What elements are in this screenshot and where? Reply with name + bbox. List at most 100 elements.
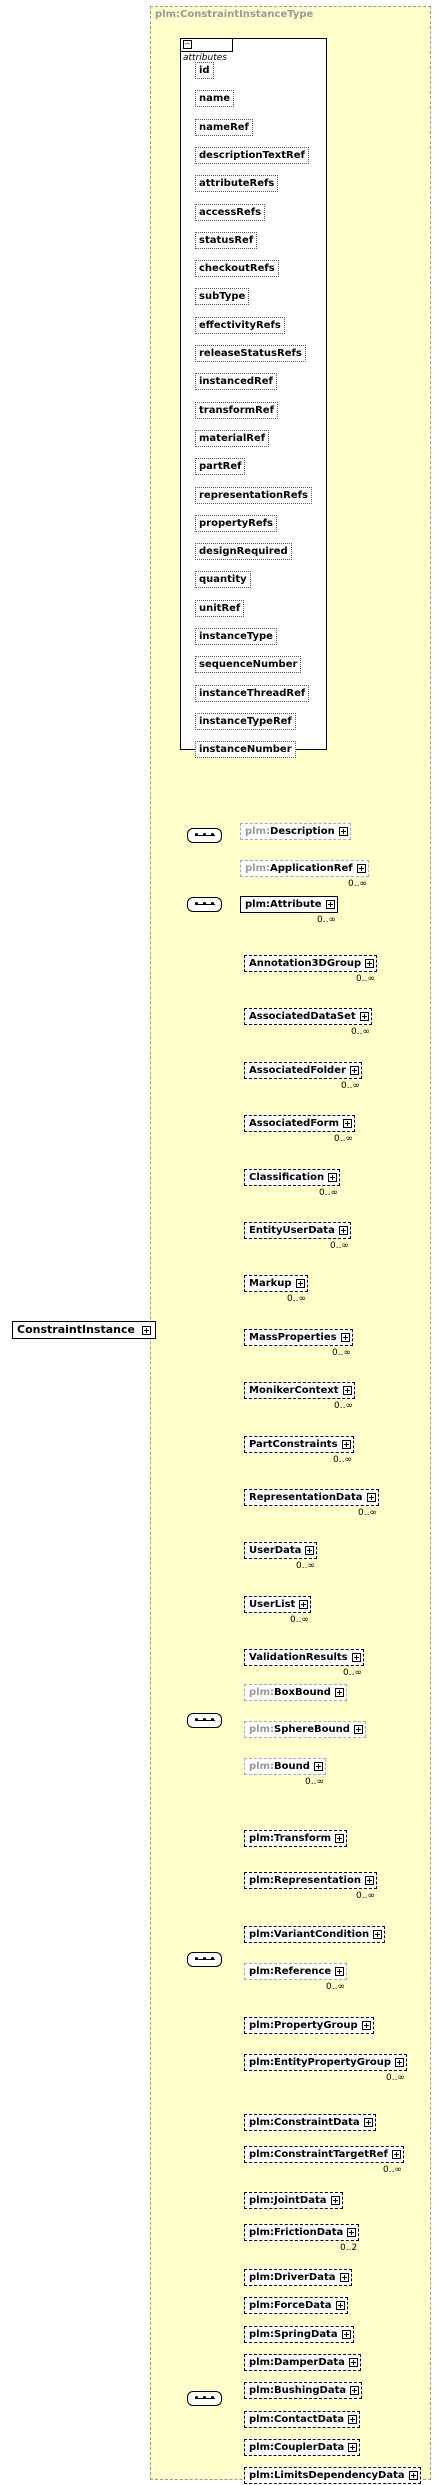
expand-icon[interactable] [328, 1173, 338, 1182]
attribute-instance-type-ref[interactable]: instanceTypeRef [195, 713, 296, 730]
element-moniker-context[interactable]: MonikerContext [244, 1382, 355, 1399]
expand-icon[interactable] [299, 1600, 309, 1609]
expand-icon[interactable] [313, 1762, 323, 1771]
element-associated-data-set[interactable]: AssociatedDataSet [244, 1008, 372, 1025]
element-description[interactable]: plm:Description [240, 823, 351, 840]
element-associated-folder[interactable]: AssociatedFolder [244, 1062, 362, 1079]
attribute-unit-ref[interactable]: unitRef [195, 600, 245, 617]
element-associated-form[interactable]: AssociatedForm [244, 1115, 355, 1132]
expand-icon[interactable] [330, 2196, 340, 2205]
expand-icon[interactable] [353, 1725, 363, 1734]
sequence-compositor[interactable] [187, 828, 222, 843]
element-joint-data[interactable]: plm:JointData [244, 2192, 343, 2209]
element-representation-data[interactable]: RepresentationData [244, 1489, 379, 1506]
element-markup[interactable]: Markup [244, 1275, 308, 1292]
expand-icon[interactable] [348, 2358, 358, 2367]
element-limits-dependency-data[interactable]: plm:LimitsDependencyData [244, 2467, 421, 2484]
attribute-design-required[interactable]: designRequired [195, 543, 292, 560]
element-contact-data[interactable]: plm:ContactData [244, 2411, 361, 2428]
expand-icon[interactable] [348, 2443, 358, 2452]
element-user-data[interactable]: UserData [244, 1542, 318, 1559]
element-coupler-data[interactable]: plm:CouplerData [244, 2439, 361, 2456]
expand-icon[interactable] [338, 827, 348, 836]
expand-icon[interactable] [339, 2273, 349, 2282]
root-element[interactable]: ConstraintInstance [12, 1321, 156, 1339]
element-reference[interactable]: plm:Reference [244, 1963, 348, 1980]
attribute-name[interactable]: name [195, 90, 235, 107]
attribute-description-text-ref[interactable]: descriptionTextRef [195, 147, 309, 164]
expand-icon[interactable] [335, 1834, 345, 1843]
element-mass-properties[interactable]: MassProperties [244, 1329, 353, 1346]
attribute-name-ref[interactable]: nameRef [195, 119, 253, 136]
element-representation[interactable]: plm:Representation [244, 1872, 377, 1889]
attribute-sub-type[interactable]: subType [195, 288, 250, 305]
element-application-ref[interactable]: plm:ApplicationRef [240, 860, 369, 877]
element-annotation-3-d-group[interactable]: Annotation3DGroup [244, 955, 378, 972]
attribute-instanced-ref[interactable]: instancedRef [195, 373, 277, 390]
attribute-status-ref[interactable]: statusRef [195, 232, 258, 249]
element-bound[interactable]: plm:Bound [244, 1758, 326, 1775]
expand-icon[interactable] [338, 1226, 348, 1235]
expand-icon[interactable] [408, 2471, 418, 2480]
expand-icon[interactable] [363, 2118, 373, 2127]
expand-icon[interactable] [348, 2415, 358, 2424]
expand-icon[interactable] [295, 1279, 305, 1288]
expand-icon[interactable] [342, 1386, 352, 1395]
expand-icon[interactable] [340, 1333, 350, 1342]
expand-icon[interactable] [356, 864, 366, 873]
element-sphere-bound[interactable]: plm:SphereBound [244, 1721, 366, 1738]
attribute-quantity[interactable]: quantity [195, 571, 251, 588]
element-constraint-target-ref[interactable]: plm:ConstraintTargetRef [244, 2146, 404, 2163]
expand-icon[interactable] [361, 2021, 371, 2030]
attribute-checkout-refs[interactable]: checkoutRefs [195, 260, 279, 277]
element-damper-data[interactable]: plm:DamperData [244, 2354, 361, 2371]
attribute-instance-number[interactable]: instanceNumber [195, 741, 296, 758]
element-user-list[interactable]: UserList [244, 1596, 312, 1613]
expand-icon[interactable] [341, 1440, 351, 1449]
element-classification[interactable]: Classification [244, 1169, 341, 1186]
element-driver-data[interactable]: plm:DriverData [244, 2269, 352, 2286]
expand-icon[interactable] [365, 959, 375, 968]
expand-icon[interactable] [350, 2386, 360, 2395]
attribute-release-status-refs[interactable]: releaseStatusRefs [195, 345, 306, 362]
expand-icon[interactable] [395, 2058, 405, 2067]
sequence-compositor[interactable] [187, 897, 222, 912]
attribute-transform-ref[interactable]: transformRef [195, 402, 278, 419]
attribute-instance-thread-ref[interactable]: instanceThreadRef [195, 685, 310, 702]
choice-compositor[interactable] [187, 1713, 222, 1728]
expand-icon[interactable] [364, 1876, 374, 1885]
element-constraint-data[interactable]: plm:ConstraintData [244, 2114, 376, 2131]
element-friction-data[interactable]: plm:FrictionData [244, 2224, 360, 2241]
attribute-id[interactable]: id [195, 62, 214, 79]
element-bushing-data[interactable]: plm:BushingData [244, 2382, 363, 2399]
attribute-representation-refs[interactable]: representationRefs [195, 487, 312, 504]
attribute-sequence-number[interactable]: sequenceNumber [195, 656, 302, 673]
element-spring-data[interactable]: plm:SpringData [244, 2326, 354, 2343]
expand-icon[interactable] [335, 2301, 345, 2310]
element-force-data[interactable]: plm:ForceData [244, 2297, 348, 2314]
expand-icon[interactable] [391, 2150, 401, 2159]
expand-icon[interactable] [325, 900, 335, 909]
expand-icon[interactable] [335, 1967, 345, 1976]
element-validation-results[interactable]: ValidationResults [244, 1649, 364, 1666]
attribute-effectivity-refs[interactable]: effectivityRefs [195, 317, 285, 334]
sequence-compositor[interactable] [187, 1952, 222, 1967]
element-box-bound[interactable]: plm:BoxBound [244, 1684, 347, 1701]
expand-icon[interactable] [359, 1012, 369, 1021]
element-property-group[interactable]: plm:PropertyGroup [244, 2017, 374, 2034]
expand-icon[interactable] [349, 1066, 359, 1075]
element-transform[interactable]: plm:Transform [244, 1830, 348, 1847]
collapse-icon[interactable]: − [183, 40, 192, 49]
expand-icon[interactable] [373, 1930, 383, 1939]
expand-icon[interactable] [351, 1653, 361, 1662]
element-entity-user-data[interactable]: EntityUserData [244, 1222, 351, 1239]
sequence-compositor[interactable] [187, 2391, 222, 2406]
expand-icon[interactable] [305, 1546, 315, 1555]
expand-icon[interactable] [141, 1326, 151, 1335]
element-part-constraints[interactable]: PartConstraints [244, 1436, 354, 1453]
attribute-part-ref[interactable]: partRef [195, 458, 246, 475]
attribute-property-refs[interactable]: propertyRefs [195, 515, 277, 532]
element-attribute[interactable]: plm:Attribute [240, 896, 338, 913]
element-variant-condition[interactable]: plm:VariantCondition [244, 1926, 386, 1943]
attribute-access-refs[interactable]: accessRefs [195, 204, 266, 221]
